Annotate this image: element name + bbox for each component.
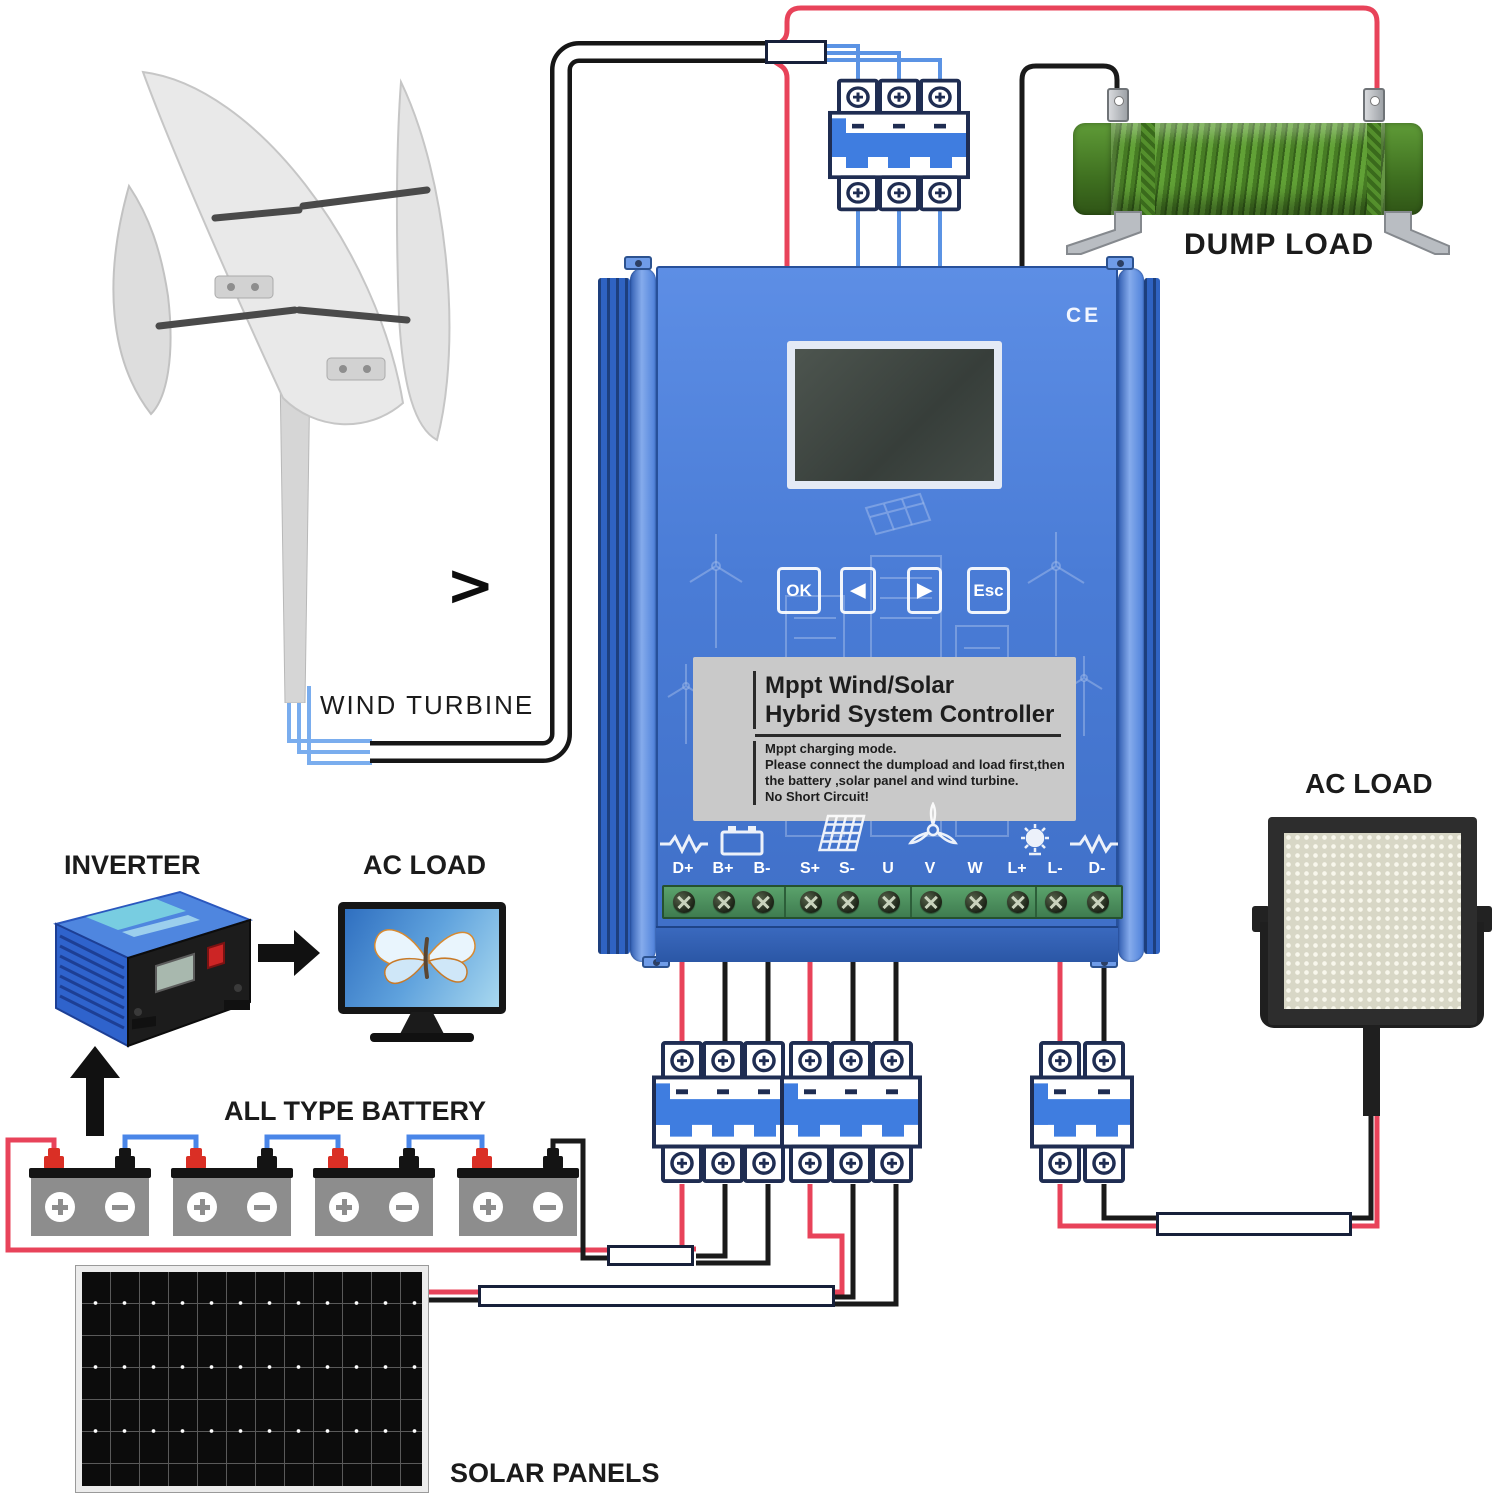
ok-button: OK: [777, 567, 821, 614]
dump-bracket-right: [1384, 211, 1450, 255]
ac-load-left-label: AC LOAD: [363, 850, 486, 880]
info-panel: Mppt Wind/Solar Hybrid System Controller…: [693, 657, 1076, 821]
left-arrow-button: ◀: [840, 567, 876, 614]
load-inline-fuse: [1156, 1212, 1352, 1236]
terminal-block: [662, 885, 1123, 919]
heatsink-left: [598, 278, 630, 954]
right-arrow-button: ▶: [907, 567, 942, 614]
dump-terminal-left: [1107, 88, 1129, 122]
esc-button: Esc: [967, 567, 1010, 614]
terminal-label: B-: [753, 860, 771, 877]
led-screen: [1284, 833, 1461, 1009]
terminal-screw: [752, 891, 774, 913]
terminal-label: S-: [839, 860, 855, 877]
terminal-label: V: [924, 860, 936, 877]
wind-turbine-wires: [287, 686, 372, 765]
watermark-solar-panel: [864, 492, 932, 536]
negative-feed-wires: [722, 960, 1107, 1042]
terminal-label: W: [967, 860, 983, 877]
dump-negative-wire: [1019, 63, 1120, 272]
terminal-label: D-: [1088, 860, 1106, 877]
terminal-screw: [1087, 891, 1109, 913]
terminal-screw: [673, 891, 695, 913]
terminal-label: D+: [672, 860, 694, 877]
dump-bracket-left: [1066, 211, 1142, 255]
controller-title: Mppt Wind/Solar Hybrid System Controller: [753, 671, 1076, 729]
terminal-screw: [920, 891, 942, 913]
solar-breaker: [776, 1038, 926, 1186]
hybrid-controller: CE OK ◀ ▶ Esc Mppt Wind/Solar Hybrid Sys…: [598, 256, 1160, 968]
solar-inline-fuse: [478, 1285, 835, 1307]
ce-mark: CE: [1066, 304, 1102, 327]
terminal-screw: [878, 891, 900, 913]
battery-icon: [720, 826, 764, 856]
wind-turbine-label: WIND TURBINE: [320, 690, 535, 720]
terminal-label: U: [882, 860, 894, 877]
battery-2: [171, 1148, 293, 1236]
positive-feed-wires: [679, 960, 1063, 1042]
all-type-battery-label: ALL TYPE BATTERY: [224, 1096, 487, 1126]
inverter-label: INVERTER: [64, 850, 201, 880]
wind-input-wires: [827, 44, 942, 274]
battery-positive-wire: [5, 1137, 614, 1253]
controller-notes: Mppt charging mode. Please connect the d…: [753, 741, 1076, 805]
inverter-image: [53, 890, 253, 1048]
battery-inline-fuse: [607, 1245, 694, 1266]
terminal-screw: [713, 891, 735, 913]
battery-negative-wire: [550, 1138, 614, 1261]
terminal-screw: [1007, 891, 1029, 913]
terminal-label: S+: [799, 860, 820, 877]
battery-jumper-wires: [122, 1134, 485, 1158]
monitor-screen: [345, 909, 499, 1007]
battery-3: [313, 1148, 435, 1236]
arrow-up-icon: [70, 1046, 120, 1136]
wind-inline-fuse: [765, 40, 827, 64]
butterfly-graphic: [374, 929, 476, 985]
inverter-switch: [207, 941, 225, 970]
turbine-blade-center: [141, 70, 405, 426]
terminal-screw: [965, 891, 987, 913]
battery-1: [29, 1148, 151, 1236]
wind-breaker: [824, 76, 974, 214]
terminal-label: L+: [1007, 860, 1027, 877]
led-pole: [1363, 1028, 1380, 1116]
terminal-label: L-: [1047, 860, 1063, 877]
dump-load-label: DUMP LOAD: [1184, 228, 1375, 261]
resistor-coil: [1111, 123, 1385, 215]
wind-turbine-image: [112, 70, 451, 703]
lcd-screen: [787, 341, 1002, 489]
ac-load-right-label: AC LOAD: [1305, 768, 1433, 799]
resistor-icon: [660, 834, 708, 854]
arrow-right-icon: [258, 930, 320, 976]
terminal-screw: [800, 891, 822, 913]
dump-terminal-right: [1363, 88, 1385, 122]
solar-panel-image: [75, 1265, 429, 1493]
battery-4: [457, 1148, 579, 1236]
terminal-screw: [837, 891, 859, 913]
solar-panels-label: SOLAR PANELS: [450, 1458, 660, 1488]
turbine-blade-right: [395, 78, 451, 442]
terminal-screw: [1045, 891, 1067, 913]
monitor-image: [334, 898, 510, 1046]
led-panel-image: [1244, 806, 1500, 1120]
turbine-blade-left: [112, 183, 172, 416]
terminal-label: B+: [712, 860, 734, 877]
light-bulb-icon: [1021, 824, 1049, 856]
heatsink-right: [1144, 278, 1160, 954]
dump-load-resistor: [1045, 82, 1457, 262]
load-breaker: [1026, 1038, 1138, 1186]
resistor-icon-2: [1070, 834, 1118, 854]
wind-turbine-icon: [908, 802, 958, 845]
solar-panel-icon: [817, 814, 866, 852]
inverter-display: [155, 952, 195, 994]
carousel-next-icon[interactable]: >: [446, 551, 495, 619]
